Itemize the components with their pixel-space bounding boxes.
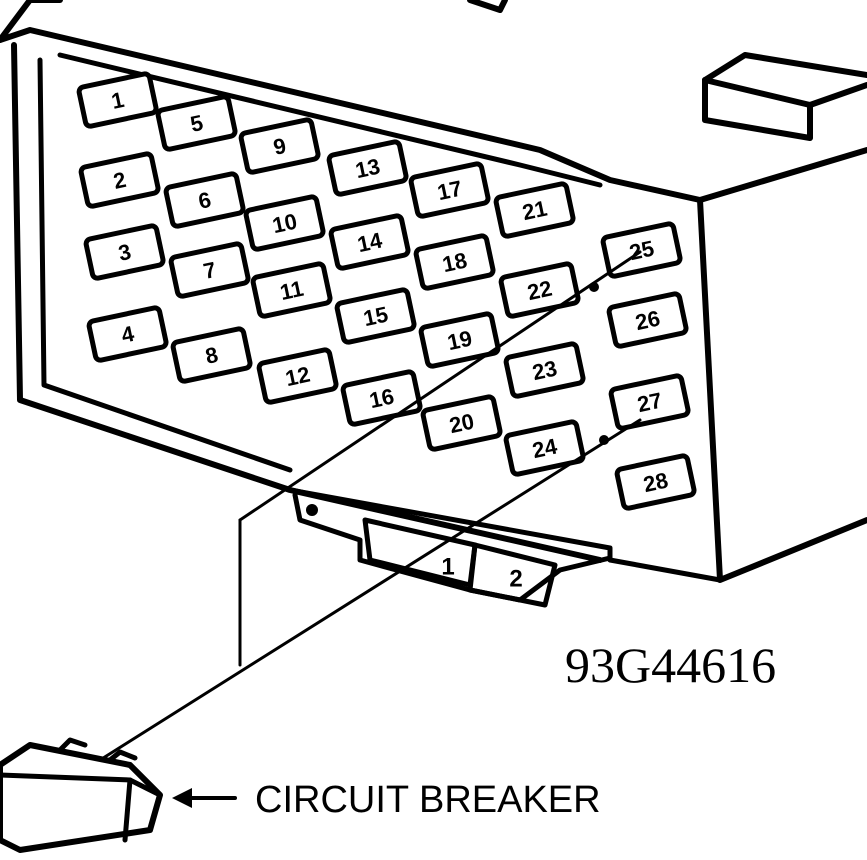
fuse-10: 10 — [243, 194, 326, 252]
fuse-23: 23 — [503, 341, 586, 399]
fuse-20: 20 — [420, 394, 503, 452]
svg-text:24: 24 — [530, 433, 560, 463]
svg-text:1: 1 — [109, 87, 126, 114]
circuit-breaker — [0, 737, 163, 853]
svg-text:6: 6 — [196, 187, 213, 214]
svg-text:18: 18 — [440, 248, 469, 278]
pointer-line-to-fuse-25 — [238, 250, 642, 522]
svg-text:5: 5 — [188, 110, 205, 137]
svg-text:2: 2 — [111, 167, 128, 194]
fuse-19: 19 — [418, 311, 501, 369]
fuse-17: 17 — [408, 161, 491, 219]
fuse-5: 5 — [155, 94, 238, 152]
fuse-1: 1 — [76, 71, 159, 129]
fuse-7: 7 — [168, 241, 251, 299]
fuse-8: 8 — [170, 326, 253, 384]
svg-text:15: 15 — [361, 302, 390, 332]
fuse-18: 18 — [413, 233, 496, 291]
fuse-6: 6 — [163, 171, 246, 229]
svg-text:8: 8 — [203, 342, 220, 369]
svg-text:26: 26 — [633, 306, 662, 336]
svg-text:9: 9 — [271, 133, 288, 160]
fuse-16: 16 — [340, 369, 423, 427]
svg-text:20: 20 — [447, 409, 476, 439]
fuse-grid: 1234567891011121314151617181920212223242… — [76, 71, 697, 511]
figure-id: 93G44616 — [565, 637, 776, 693]
breaker-tab-2: 2 — [509, 565, 522, 592]
callout-arrow — [172, 788, 237, 808]
svg-text:7: 7 — [201, 257, 218, 284]
fuse-21: 21 — [493, 181, 576, 239]
svg-text:19: 19 — [445, 326, 474, 356]
svg-text:22: 22 — [525, 276, 554, 306]
svg-text:21: 21 — [520, 196, 549, 226]
pointer-lines — [98, 250, 642, 762]
fuse-13: 13 — [326, 139, 409, 197]
fuse-28: 28 — [614, 453, 697, 511]
svg-text:3: 3 — [116, 239, 133, 266]
fuse-24: 24 — [503, 419, 586, 477]
svg-text:14: 14 — [355, 227, 385, 257]
breaker-tab-1: 1 — [441, 553, 454, 580]
svg-text:17: 17 — [435, 176, 464, 206]
svg-text:11: 11 — [278, 276, 306, 305]
fuse-22: 22 — [498, 261, 581, 319]
fuse-2: 2 — [78, 151, 161, 209]
svg-text:13: 13 — [353, 154, 382, 184]
fuse-26: 26 — [606, 291, 689, 349]
svg-text:27: 27 — [635, 388, 664, 418]
svg-text:2: 2 — [509, 565, 522, 592]
pointer-line-to-fuse-27 — [98, 418, 642, 762]
svg-text:12: 12 — [283, 362, 312, 392]
svg-text:10: 10 — [270, 209, 299, 239]
fuse-27: 27 — [608, 373, 691, 431]
fuse-block-housing — [0, 0, 867, 608]
fuse-11: 11 — [250, 261, 333, 319]
fuse-12: 12 — [256, 347, 339, 405]
fuse-4: 4 — [86, 305, 169, 363]
svg-text:23: 23 — [530, 356, 559, 386]
fuse-9: 9 — [238, 117, 321, 175]
svg-text:1: 1 — [441, 553, 454, 580]
svg-text:25: 25 — [627, 236, 656, 266]
fuse-15: 15 — [334, 287, 417, 345]
svg-text:16: 16 — [367, 384, 396, 414]
callout-label: CIRCUIT BREAKER — [255, 779, 601, 821]
svg-text:28: 28 — [641, 468, 670, 498]
fuse-14: 14 — [328, 213, 411, 271]
fuse-3: 3 — [83, 223, 166, 281]
